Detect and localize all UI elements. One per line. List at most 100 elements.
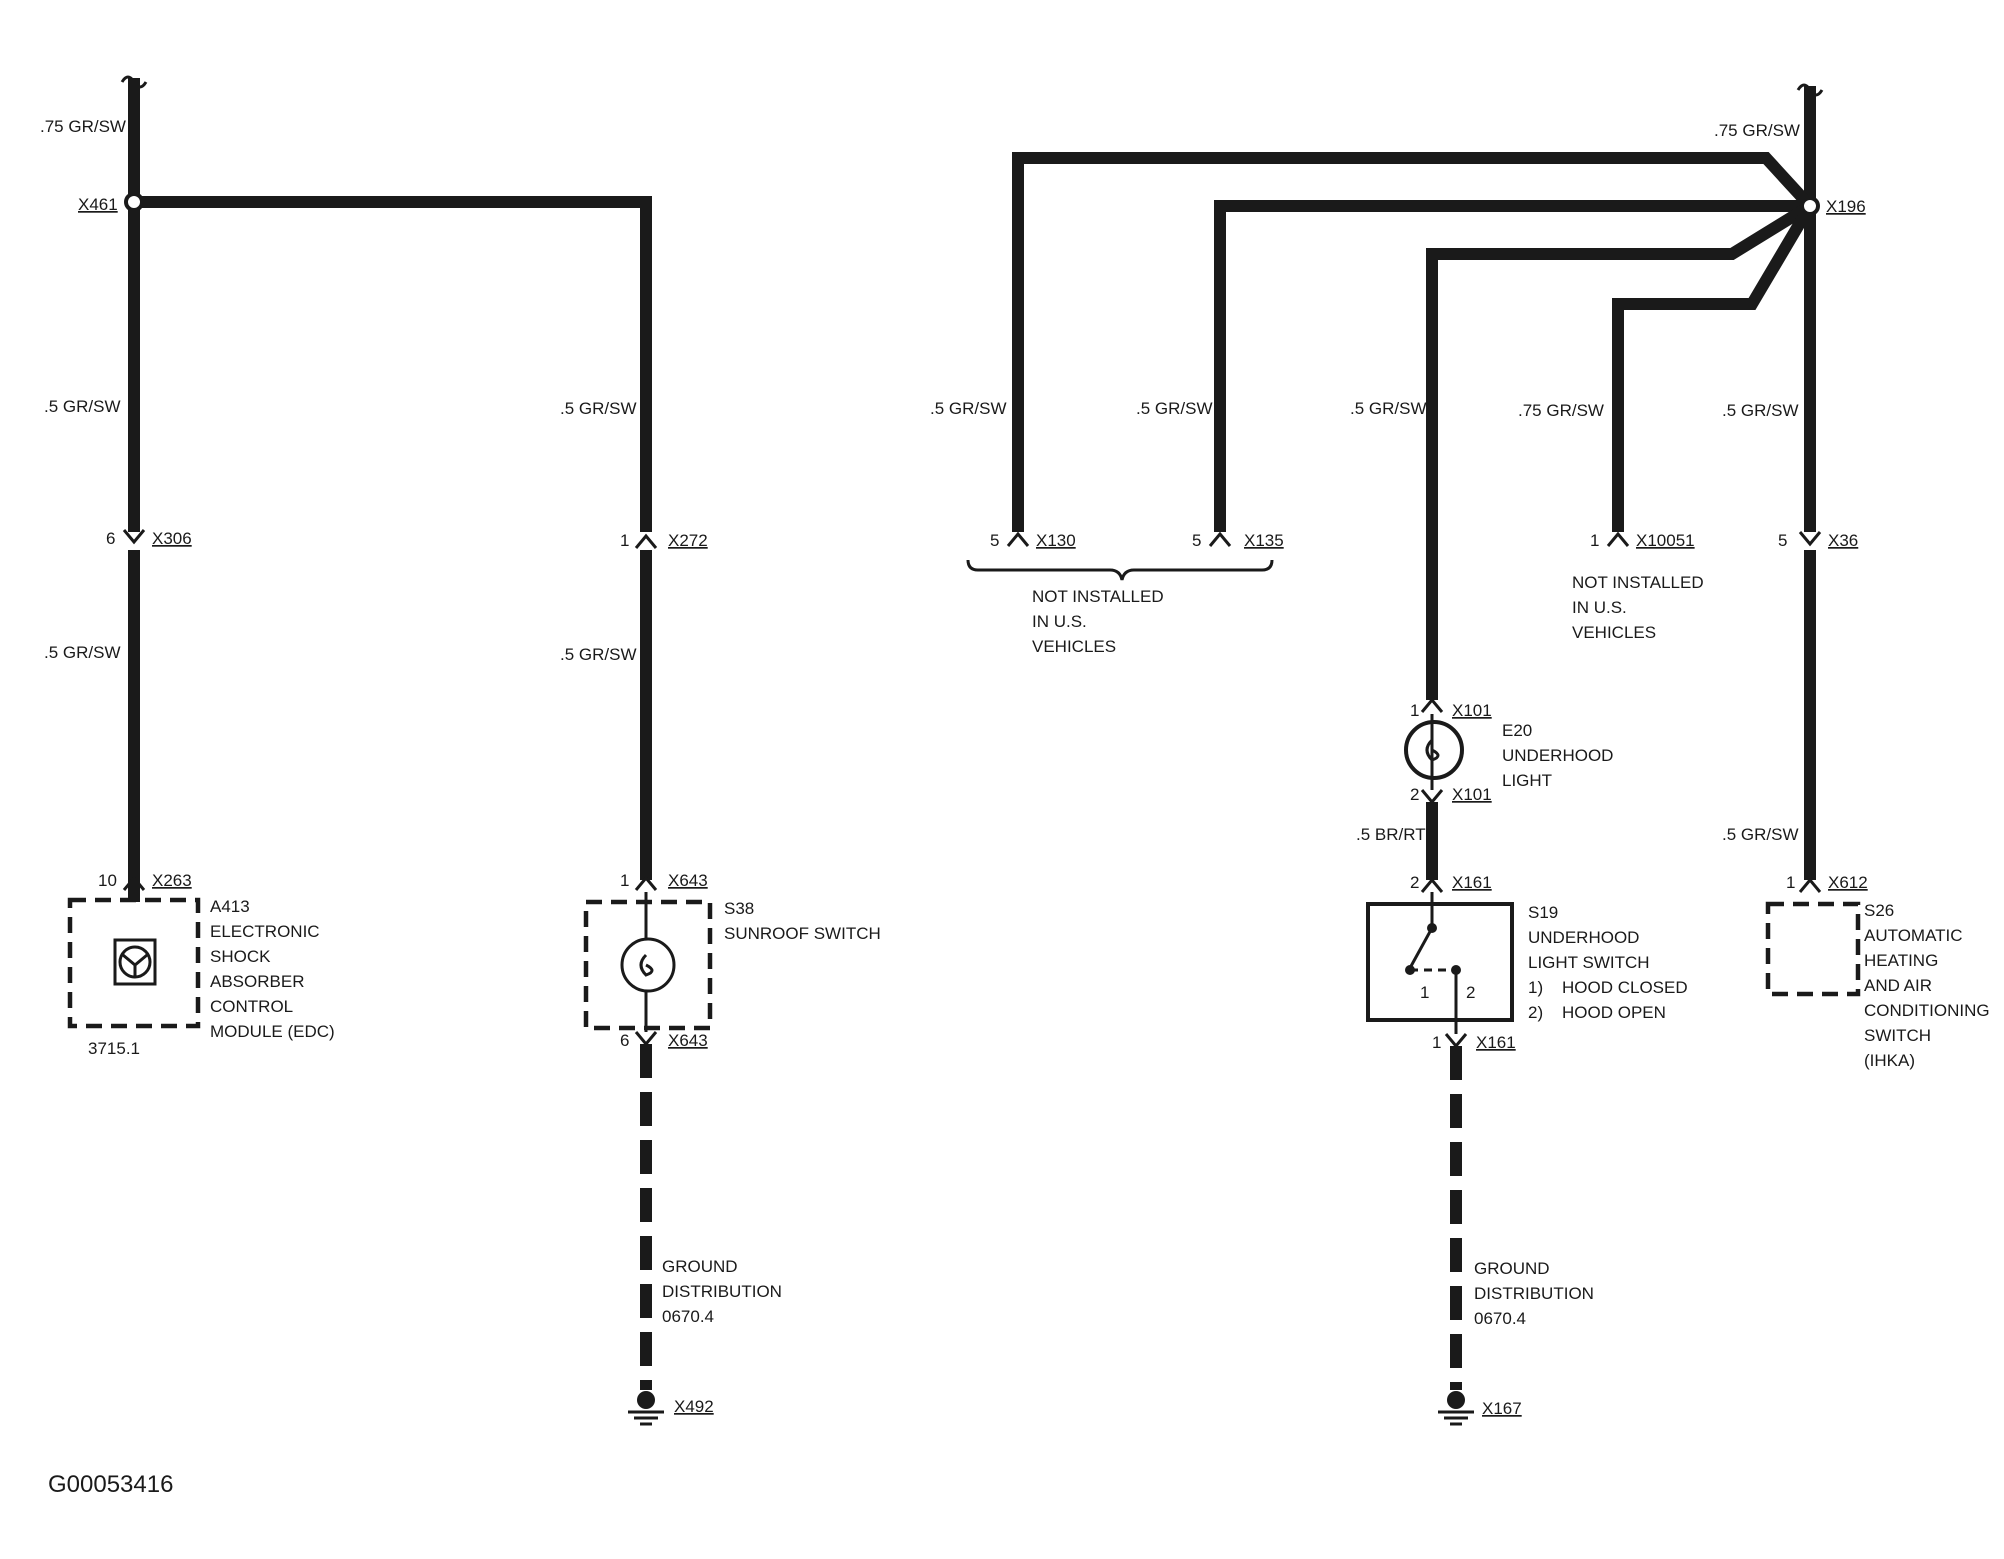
- e20-label-2: LIGHT: [1502, 771, 1552, 790]
- connector-label-x130: X130: [1036, 531, 1076, 550]
- connector-mark-x272: [634, 533, 658, 549]
- connector-label-x461: X461: [78, 195, 118, 214]
- pin-x643-top: 1: [620, 871, 629, 890]
- s19-pin-2: 2: [1466, 983, 1475, 1002]
- pin-x101-top: 1: [1410, 701, 1419, 720]
- s19-label-1: UNDERHOOD: [1528, 928, 1639, 947]
- a413-symbol-y: [122, 953, 148, 976]
- connector-label-x10051: X10051: [1636, 531, 1695, 550]
- wire-label-br-rt: .5 BR/RT: [1356, 825, 1426, 844]
- s38-label-1: SUNROOF SWITCH: [724, 924, 881, 943]
- wire-label-mid-1: .5 GR/SW: [560, 399, 637, 418]
- wire-label-right-top: .75 GR/SW: [1714, 121, 1800, 140]
- s26-label-5: SWITCH: [1864, 1026, 1931, 1045]
- a413-label-4: CONTROL: [210, 997, 293, 1016]
- a413-ref: 3715.1: [88, 1039, 140, 1058]
- ground-left-2: 0670.4: [662, 1307, 714, 1326]
- connector-mark-x263: [122, 875, 146, 891]
- s19-label-2: LIGHT SWITCH: [1528, 953, 1650, 972]
- a413-module-symbol: [113, 938, 157, 986]
- s38-label-0: S38: [724, 899, 754, 918]
- wire-label-x101: .5 GR/SW: [1350, 399, 1427, 418]
- a413-symbol-circle: [118, 945, 152, 979]
- a413-label-1: ELECTRONIC: [210, 922, 320, 941]
- not-installed-b-2: VEHICLES: [1572, 623, 1656, 642]
- s19-switch-box: [1366, 902, 1514, 1022]
- pin-x130: 5: [990, 531, 999, 550]
- pin-x272: 1: [620, 531, 629, 550]
- pin-x135: 5: [1192, 531, 1201, 550]
- pin-x161-top: 2: [1410, 873, 1419, 892]
- wire-to-x135: [1214, 200, 1810, 532]
- pin-x101-bottom: 2: [1410, 785, 1419, 804]
- connector-label-x101-top: X101: [1452, 701, 1492, 720]
- connector-label-x643-top: X643: [668, 871, 708, 890]
- wire-to-x130: [1012, 152, 1815, 532]
- connector-mark-x161-bottom: [1444, 1033, 1468, 1049]
- wire-label-left-2: .5 GR/SW: [44, 643, 121, 662]
- connector-label-x196: X196: [1826, 197, 1866, 216]
- connector-label-x612: X612: [1828, 873, 1868, 892]
- wire-label-left-1: .5 GR/SW: [44, 397, 121, 416]
- e20-label-0: E20: [1502, 721, 1532, 740]
- wire-to-x10051: [1612, 202, 1816, 532]
- s19-switch-blade: [1408, 927, 1434, 969]
- connector-mark-x36: [1798, 531, 1822, 547]
- wire-label-x135: .5 GR/SW: [1136, 399, 1213, 418]
- not-installed-b-1: IN U.S.: [1572, 598, 1627, 617]
- not-installed-a-2: VEHICLES: [1032, 637, 1116, 656]
- wire-label-x612: .5 GR/SW: [1722, 825, 1799, 844]
- ground-right-1: DISTRIBUTION: [1474, 1284, 1594, 1303]
- pin-x306: 6: [106, 529, 115, 548]
- connector-mark-x101-top: [1420, 697, 1444, 713]
- splice-x461: [124, 192, 144, 212]
- not-installed-b-0: NOT INSTALLED: [1572, 573, 1704, 592]
- a413-label-5: MODULE (EDC): [210, 1022, 335, 1041]
- s26-label-6: (IHKA): [1864, 1051, 1915, 1070]
- connector-mark-x101-bottom: [1420, 789, 1444, 805]
- connector-label-x306: X306: [152, 529, 192, 548]
- s26-label-3: AND AIR: [1864, 976, 1932, 995]
- s26-label-1: AUTOMATIC: [1864, 926, 1963, 945]
- s26-label-0: S26: [1864, 901, 1894, 920]
- connector-mark-x643-top: [634, 875, 658, 891]
- connector-label-x272: X272: [668, 531, 708, 550]
- wire-label-x10051: .75 GR/SW: [1518, 401, 1604, 420]
- ground-right-0: GROUND: [1474, 1259, 1550, 1278]
- s26-switch-box: [1765, 901, 1861, 997]
- connector-mark-x161-top: [1420, 877, 1444, 893]
- wire-label-mid-2: .5 GR/SW: [560, 645, 637, 664]
- s19-pin-1: 1: [1420, 983, 1429, 1002]
- pin-x10051: 1: [1590, 531, 1599, 550]
- connector-mark-x10051: [1606, 531, 1630, 547]
- s26-label-4: CONDITIONING: [1864, 1001, 1990, 1020]
- s26-label-2: HEATING: [1864, 951, 1938, 970]
- connector-label-x492: X492: [674, 1397, 714, 1416]
- not-installed-a-0: NOT INSTALLED: [1032, 587, 1164, 606]
- connector-mark-x612: [1798, 877, 1822, 893]
- figure-id: G00053416: [48, 1471, 173, 1498]
- s19-label-0: S19: [1528, 903, 1558, 922]
- connector-label-x263: X263: [152, 871, 192, 890]
- connector-label-x101-bottom: X101: [1452, 785, 1492, 804]
- wire-label-left-top: .75 GR/SW: [40, 117, 126, 136]
- a413-label-2: SHOCK: [210, 947, 271, 966]
- a413-label-0: A413: [210, 897, 250, 916]
- ground-x492-dot: [637, 1391, 655, 1409]
- connector-mark-x135: [1208, 531, 1232, 547]
- wire-label-x36: .5 GR/SW: [1722, 401, 1799, 420]
- wire-to-x101: [1426, 200, 1814, 700]
- ground-x167-dot: [1447, 1391, 1465, 1409]
- s38-lamp-filament: [639, 953, 654, 977]
- ground-left-0: GROUND: [662, 1257, 738, 1276]
- splice-x196: [1800, 196, 1820, 216]
- pin-x161-bottom: 1: [1432, 1033, 1441, 1052]
- brace-not-installed: [966, 559, 1274, 581]
- connector-label-x643-bottom: X643: [668, 1031, 708, 1050]
- wire-label-x130: .5 GR/SW: [930, 399, 1007, 418]
- e20-lamp-filament: [1425, 738, 1440, 762]
- pin-x643-bottom: 6: [620, 1031, 629, 1050]
- pin-x36: 5: [1778, 531, 1787, 550]
- ground-right-2: 0670.4: [1474, 1309, 1526, 1328]
